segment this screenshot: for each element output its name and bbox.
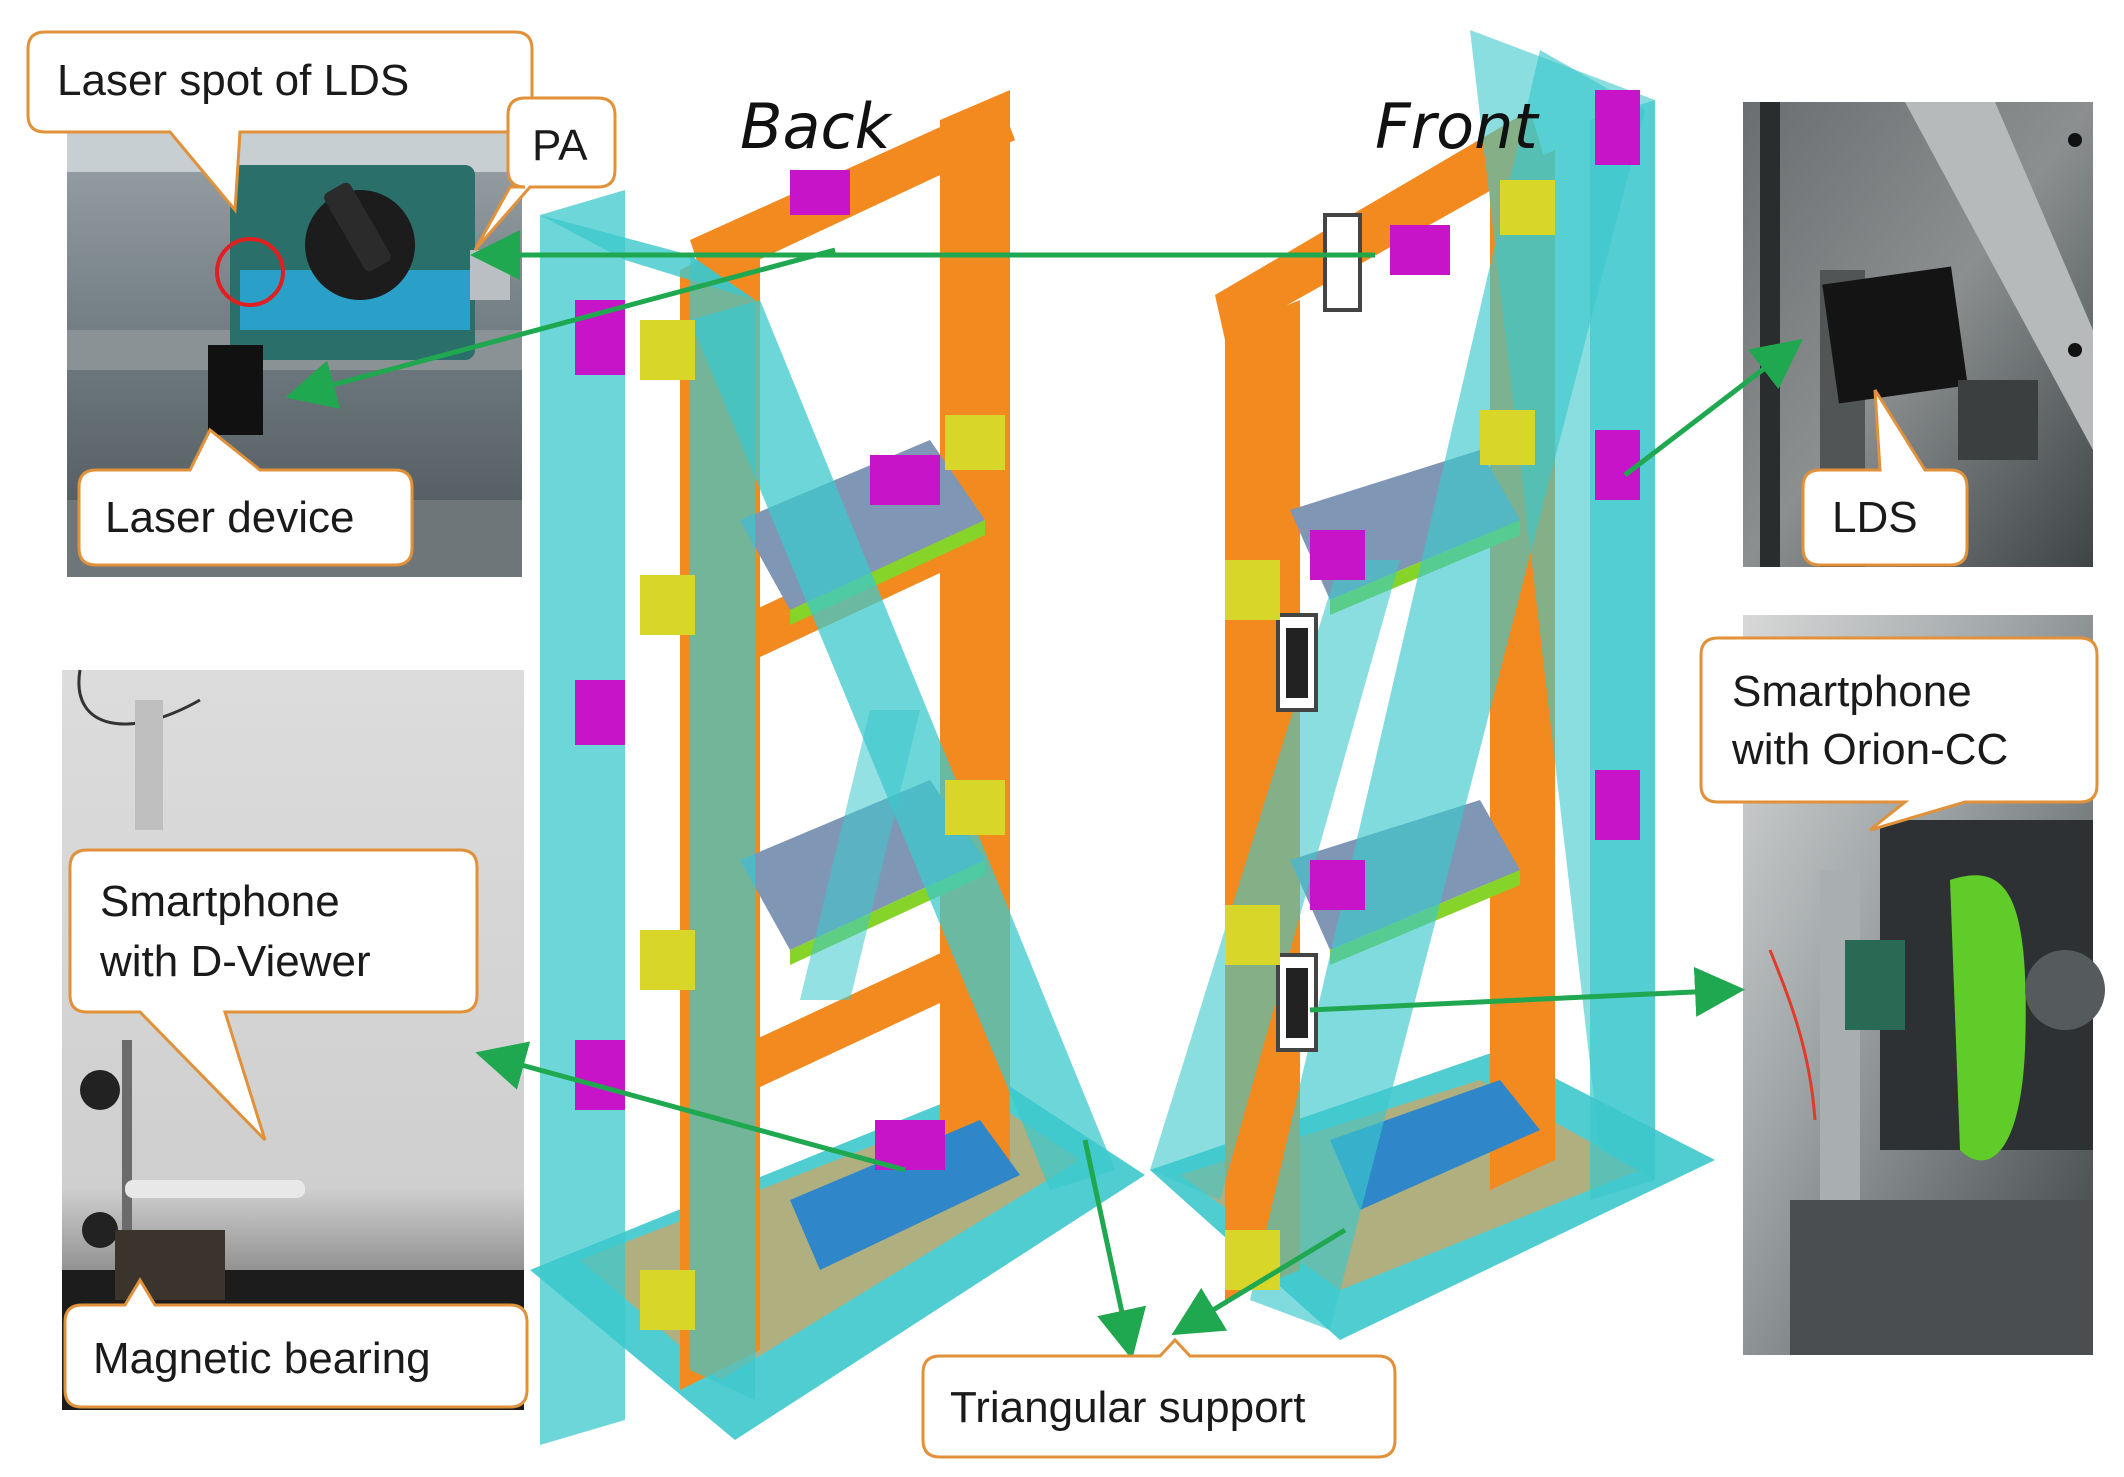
- callout-laser-device: Laser device: [77, 427, 414, 567]
- laser-spot-marker: [215, 237, 285, 307]
- triangular-support-label: Triangular support: [950, 1383, 1305, 1432]
- callout-lds: LDS: [1801, 389, 1969, 567]
- arrow-orion: [1309, 966, 1745, 1017]
- front-view-label: Front: [1375, 90, 1540, 163]
- smartphone-orion-label-line1: Smartphone: [1732, 667, 1972, 716]
- arrow-triangular-back: [1082, 1139, 1147, 1360]
- magnetic-bearing-label: Magnetic bearing: [93, 1334, 431, 1383]
- laser-spot-label: Laser spot of LDS: [57, 56, 409, 105]
- smartphone-orion-label-line2: with Orion-CC: [1731, 725, 2008, 774]
- callout-laser-spot: Laser spot of LDS: [26, 30, 534, 214]
- cad-model-back: [530, 90, 1145, 1445]
- cad-model-front: [1150, 30, 1715, 1340]
- callout-pa: PA: [473, 96, 617, 251]
- lds-label: LDS: [1832, 493, 1918, 542]
- callout-smartphone-orion: Smartphone with Orion-CC: [1699, 636, 2099, 832]
- arrow-dviewer: [475, 1041, 906, 1173]
- callout-smartphone-dviewer: Smartphone with D-Viewer: [68, 848, 479, 1142]
- callout-triangular-support: Triangular support: [921, 1337, 1397, 1459]
- arrow-triangular-front: [1171, 1227, 1347, 1336]
- smartphone-dviewer-label-line1: Smartphone: [100, 877, 340, 926]
- back-view-label: Back: [740, 90, 893, 163]
- callout-magnetic-bearing: Magnetic bearing: [63, 1277, 529, 1409]
- smartphone-dviewer-label-line2: with D-Viewer: [99, 937, 371, 986]
- arrow-lds: [1623, 338, 1803, 477]
- arrow-laser-back: [285, 247, 836, 409]
- annotation-arrows: [285, 230, 1803, 1360]
- laser-device-label: Laser device: [105, 493, 354, 542]
- pa-label: PA: [532, 121, 588, 170]
